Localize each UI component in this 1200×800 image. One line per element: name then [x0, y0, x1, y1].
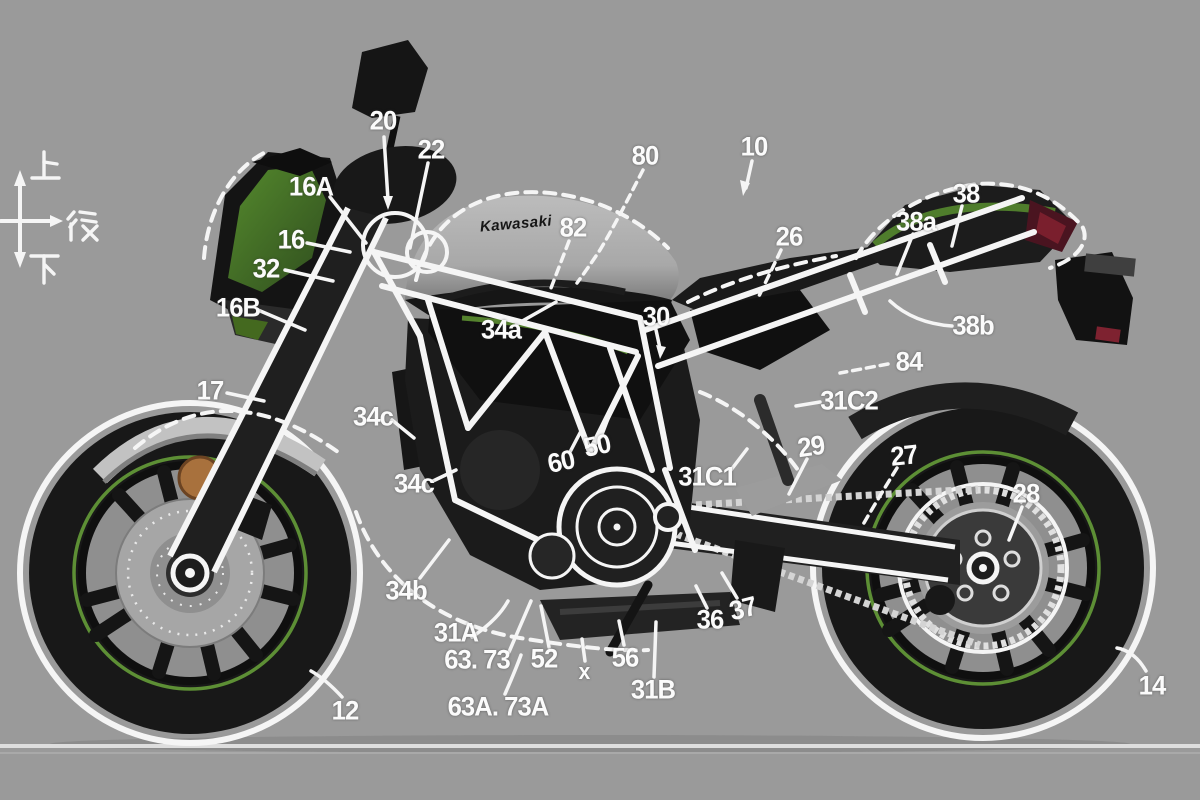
- dashed-outlines: [133, 148, 1087, 653]
- throttle-outline: [361, 211, 429, 279]
- kanji-down-glyph: [29, 254, 60, 285]
- kanji-rear-glyph: [66, 210, 99, 242]
- kickstand: [605, 580, 653, 657]
- leader-arrowheads: [383, 180, 750, 359]
- tail-dashed-outline: [854, 181, 1087, 270]
- tail-cowl: [865, 185, 1078, 272]
- ground-line: [0, 744, 1200, 754]
- chain-top: [675, 485, 979, 510]
- rear-wheel: [810, 395, 1156, 741]
- brake-disc-holes: [126, 509, 254, 637]
- belly-dashed-outline: [354, 510, 650, 653]
- fuel-tank: [405, 195, 679, 316]
- front-fork: [167, 206, 449, 593]
- seat-dashed-outline: [686, 254, 838, 304]
- windscreen: [228, 166, 326, 292]
- up-arrowhead: [14, 170, 26, 186]
- front-sprocket: [653, 502, 683, 532]
- swingarm: [668, 485, 982, 649]
- cowl-dashed-outline: [202, 148, 272, 260]
- mirror: [352, 40, 428, 159]
- dashed-leaders: [549, 168, 899, 530]
- linkage-dashed: [698, 390, 800, 472]
- license-bracket: [1055, 252, 1136, 345]
- orientation-legend: [0, 150, 99, 285]
- down-arrowhead: [14, 252, 26, 268]
- tank-dashed-outline: [414, 190, 670, 282]
- fender-dashed-outline: [133, 409, 340, 454]
- tail-green-stripe: [872, 202, 1056, 248]
- oil-filter: [528, 532, 576, 580]
- leader-lines: [225, 135, 1148, 699]
- crankcase-circles: [528, 466, 683, 588]
- exhaust-midpipe: [735, 464, 842, 516]
- fly-screen: [252, 148, 332, 176]
- barend-outline: [405, 230, 449, 274]
- footpeg-bracket: [730, 540, 785, 612]
- kanji-up-glyph: [30, 150, 61, 180]
- subframe-lower: [655, 229, 1037, 369]
- rear-arrowhead: [50, 215, 63, 227]
- rear-hugger: [848, 382, 1079, 440]
